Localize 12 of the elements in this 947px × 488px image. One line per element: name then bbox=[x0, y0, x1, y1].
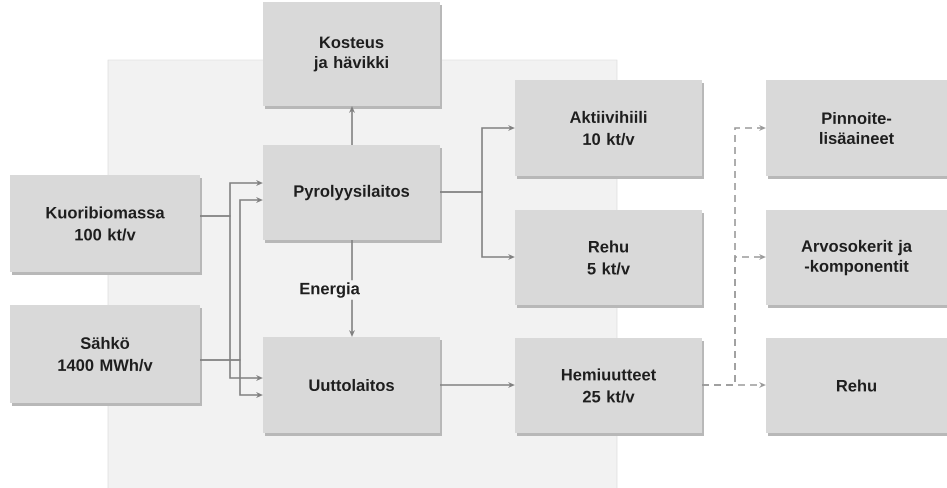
process-box: Pyrolyysilaitos bbox=[263, 145, 442, 243]
process-box: Uuttolaitos bbox=[263, 337, 442, 436]
process-box: Aktiivihiili 10 kt/v bbox=[515, 80, 704, 179]
process-box: Rehu 5 kt/v bbox=[515, 210, 704, 308]
process-box: Hemiuutteet 25 kt/v bbox=[515, 338, 704, 436]
process-box: Rehu bbox=[766, 338, 947, 436]
process-box: Kuoribiomassa 100 kt/v bbox=[10, 175, 202, 275]
process-box: Arvosokerit ja -komponentit bbox=[766, 210, 947, 308]
process-box: Kosteus ja hävikki bbox=[263, 2, 442, 109]
process-box: Sähkö 1400 MWh/v bbox=[10, 305, 202, 406]
process-box: Pinnoite- lisäaineet bbox=[766, 80, 947, 179]
edge-label: Energia bbox=[297, 280, 362, 300]
